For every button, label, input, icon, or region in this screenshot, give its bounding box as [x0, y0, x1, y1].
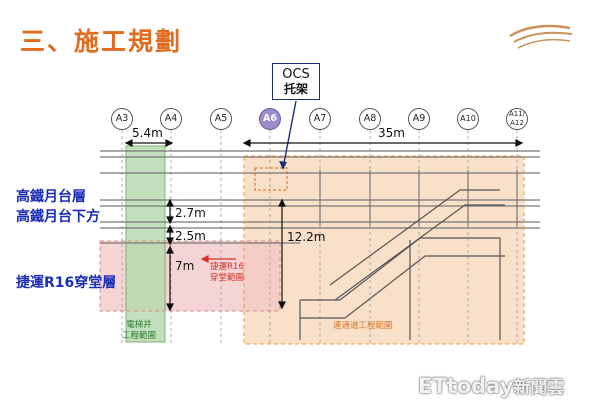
elevator-label-line2: 工程範圍 [122, 331, 157, 341]
axis-a9: A9 [408, 108, 430, 130]
elevator-shaft-area [125, 145, 166, 343]
dim-35m: 35m [378, 126, 405, 140]
watermark-suffix: 新聞雲 [513, 378, 565, 398]
axis-a3: A3 [111, 108, 133, 130]
dim-2-5m: 2.5m [175, 229, 206, 243]
ocs-bracket-outline [254, 167, 288, 191]
ocs-label: OCS [282, 67, 310, 82]
elevator-label-line1: 電梯井 [126, 320, 152, 330]
watermark: ETtoday新聞雲 [418, 373, 564, 398]
mrt-label-line2: 穿堂範圍 [210, 273, 245, 283]
mrt-concourse-label: 捷運R16 穿堂範圍 [210, 262, 244, 284]
ocs-bracket-label: 托架 [283, 82, 308, 96]
level-label-mrt-concourse: 捷運R16穿堂層 [16, 275, 117, 291]
axis-a8: A8 [359, 108, 381, 130]
dim-2-7m: 2.7m [175, 206, 206, 220]
dim-12-2m-line [278, 198, 286, 310]
structure [100, 150, 540, 244]
ocs-callout: OCS 托架 [272, 63, 320, 100]
brand-logo-icon [509, 24, 573, 49]
passage-area [244, 156, 524, 344]
stairs [299, 189, 505, 340]
passage-label-text: 連通道工程範圍 [333, 321, 393, 331]
dim-vertical-left [166, 198, 174, 312]
mrt-label-line1: 捷運R16 [210, 262, 244, 272]
dim-7m: 7m [175, 259, 195, 273]
dim-35m-line [242, 139, 524, 147]
watermark-brand: ETtoday [418, 374, 514, 398]
passage-area-label: 連通道工程範圍 [333, 321, 393, 332]
passage-outline [243, 155, 525, 345]
ocs-pointer [282, 100, 297, 169]
dim-12-2m: 12.2m [287, 230, 326, 244]
dim-5-4m-line [124, 139, 174, 147]
level-label-below-platform: 高鐵月台下方 [16, 209, 100, 225]
axis-a4: A4 [160, 108, 182, 130]
mrt-outline [99, 240, 281, 312]
axis-a11-a12: A11/ A12 [506, 108, 528, 130]
axis-a10: A10 [457, 108, 479, 130]
axis-a7: A7 [309, 108, 331, 130]
dim-5-4m: 5.4m [132, 126, 163, 140]
mrt-arrow [200, 255, 236, 263]
slide-title: 三、施工規劃 [20, 27, 183, 56]
elevator-shaft-label: 電梯井 工程範圍 [122, 320, 156, 342]
axis-a6: A6 [259, 108, 281, 130]
axis-a5: A5 [210, 108, 232, 130]
level-label-platform: 高鐵月台層 [16, 189, 86, 205]
